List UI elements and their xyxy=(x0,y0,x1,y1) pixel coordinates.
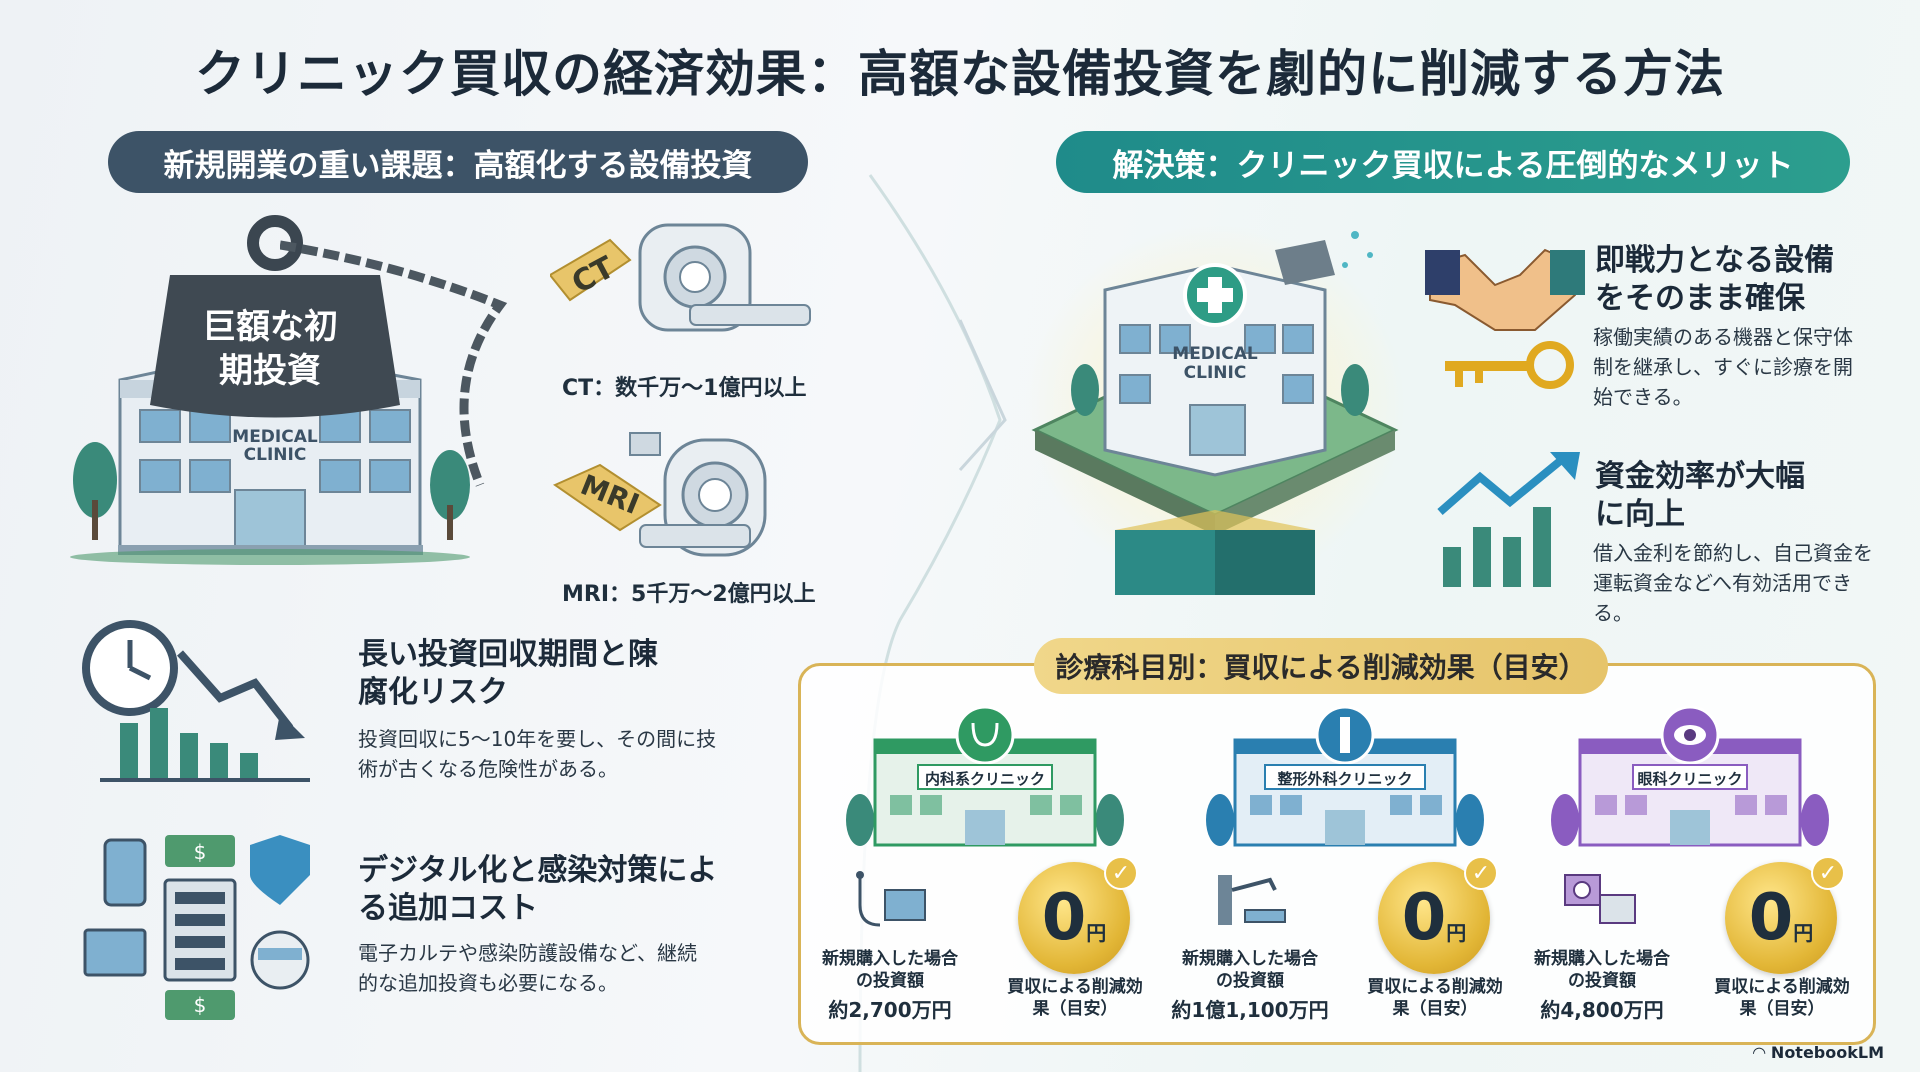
stethoscope-equipment-icon xyxy=(856,871,926,927)
department-name: 眼科クリニック xyxy=(1637,770,1743,788)
surgical-equipment-icon xyxy=(1218,875,1286,925)
department-name: 内科系クリニック xyxy=(924,770,1045,788)
clinic-sign: MEDICAL CLINIC xyxy=(232,427,318,465)
merit2-title: 資金効率が大幅に向上 xyxy=(1595,459,1805,532)
glowing-pedestal xyxy=(1115,510,1315,595)
department-name: 整形外科クリニック xyxy=(1277,770,1413,788)
ct-scanner-icon xyxy=(550,223,811,332)
department-section-header: 診療科目別：買収による削減効果（目安） xyxy=(1034,638,1608,694)
check-icon: ✓ xyxy=(1104,856,1138,890)
right-section-header: 解決策：クリニック買収による圧倒的なメリット xyxy=(1056,131,1850,193)
internal-medicine-clinic-icon xyxy=(846,705,1124,847)
new-purchase-label: 新規購入した場合の投資額 xyxy=(1182,949,1318,991)
effect-label: 買収による削減効果（目安） xyxy=(1367,977,1503,1019)
chain-illustration xyxy=(280,240,508,487)
page-title: クリニック買収の経済効果：高額な設備投資を劇的に削減する方法 xyxy=(195,45,1725,103)
ct-cost-label: CT：数千万〜1億円以上 xyxy=(562,376,807,401)
new-purchase-label: 新規購入した場合の投資額 xyxy=(1534,949,1670,991)
issue2-desc: 電子カルテや感染防護設備など、継続的な追加投資も必要になる。 xyxy=(358,941,697,995)
effect-label: 買収による削減効果（目安） xyxy=(1714,977,1850,1019)
left-section-header: 新規開業の重い課題：高額化する設備投資 xyxy=(108,131,808,193)
svg-text:$: $ xyxy=(194,840,207,864)
merit2-desc: 借入金利を節約し、自己資金を運転資金などへ有効活用できる。 xyxy=(1593,541,1873,625)
weight-label: 巨額な初期投資 xyxy=(202,307,338,391)
eye-clinic-icon xyxy=(1551,705,1829,847)
effect-label: 買収による削減効果（目安） xyxy=(1007,977,1143,1019)
clinic-with-weight-illustration xyxy=(70,215,470,565)
merit1-desc: 稼働実績のある機器と保守体制を継承し、すぐに診療を開始できる。 xyxy=(1593,325,1853,409)
medical-clinic-solution-illustration xyxy=(1025,225,1405,585)
check-icon: ✓ xyxy=(1811,856,1845,890)
ophthalmic-equipment-icon xyxy=(1564,874,1636,924)
new-purchase-amount: 約4,800万円 xyxy=(1540,998,1664,1022)
merit1-title: 即戦力となる設備をそのまま確保 xyxy=(1595,243,1835,316)
check-icon: ✓ xyxy=(1464,856,1498,890)
mri-scanner-icon xyxy=(552,432,767,557)
new-purchase-amount: 約1億1,100万円 xyxy=(1171,998,1329,1022)
mri-cost-label: MRI：5千万〜2億円以上 xyxy=(562,582,816,607)
issue1-title: 長い投資回収期間と陳腐化リスク xyxy=(358,637,658,710)
notebooklm-logo-icon: ◠ xyxy=(1753,1043,1771,1062)
solution-clinic-sign: MEDICAL CLINIC xyxy=(1172,344,1258,383)
issue1-desc: 投資回収に5〜10年を要し、その間に技術が古くなる危険性がある。 xyxy=(358,727,717,781)
digital-security-costs-icon: $ $ xyxy=(83,835,310,1020)
clock-declining-chart-icon xyxy=(82,620,310,782)
new-purchase-amount: 約2,700万円 xyxy=(828,998,952,1022)
orthopedic-clinic-icon xyxy=(1206,705,1484,847)
new-purchase-label: 新規購入した場合の投資額 xyxy=(822,949,958,991)
notebooklm-watermark: ◠ NotebookLM xyxy=(1753,1043,1884,1062)
handshake-key-icon xyxy=(1425,248,1585,389)
svg-text:$: $ xyxy=(194,993,207,1017)
issue2-title: デジタル化と感染対策による追加コスト xyxy=(358,853,718,926)
growth-chart-icon xyxy=(1437,452,1580,587)
